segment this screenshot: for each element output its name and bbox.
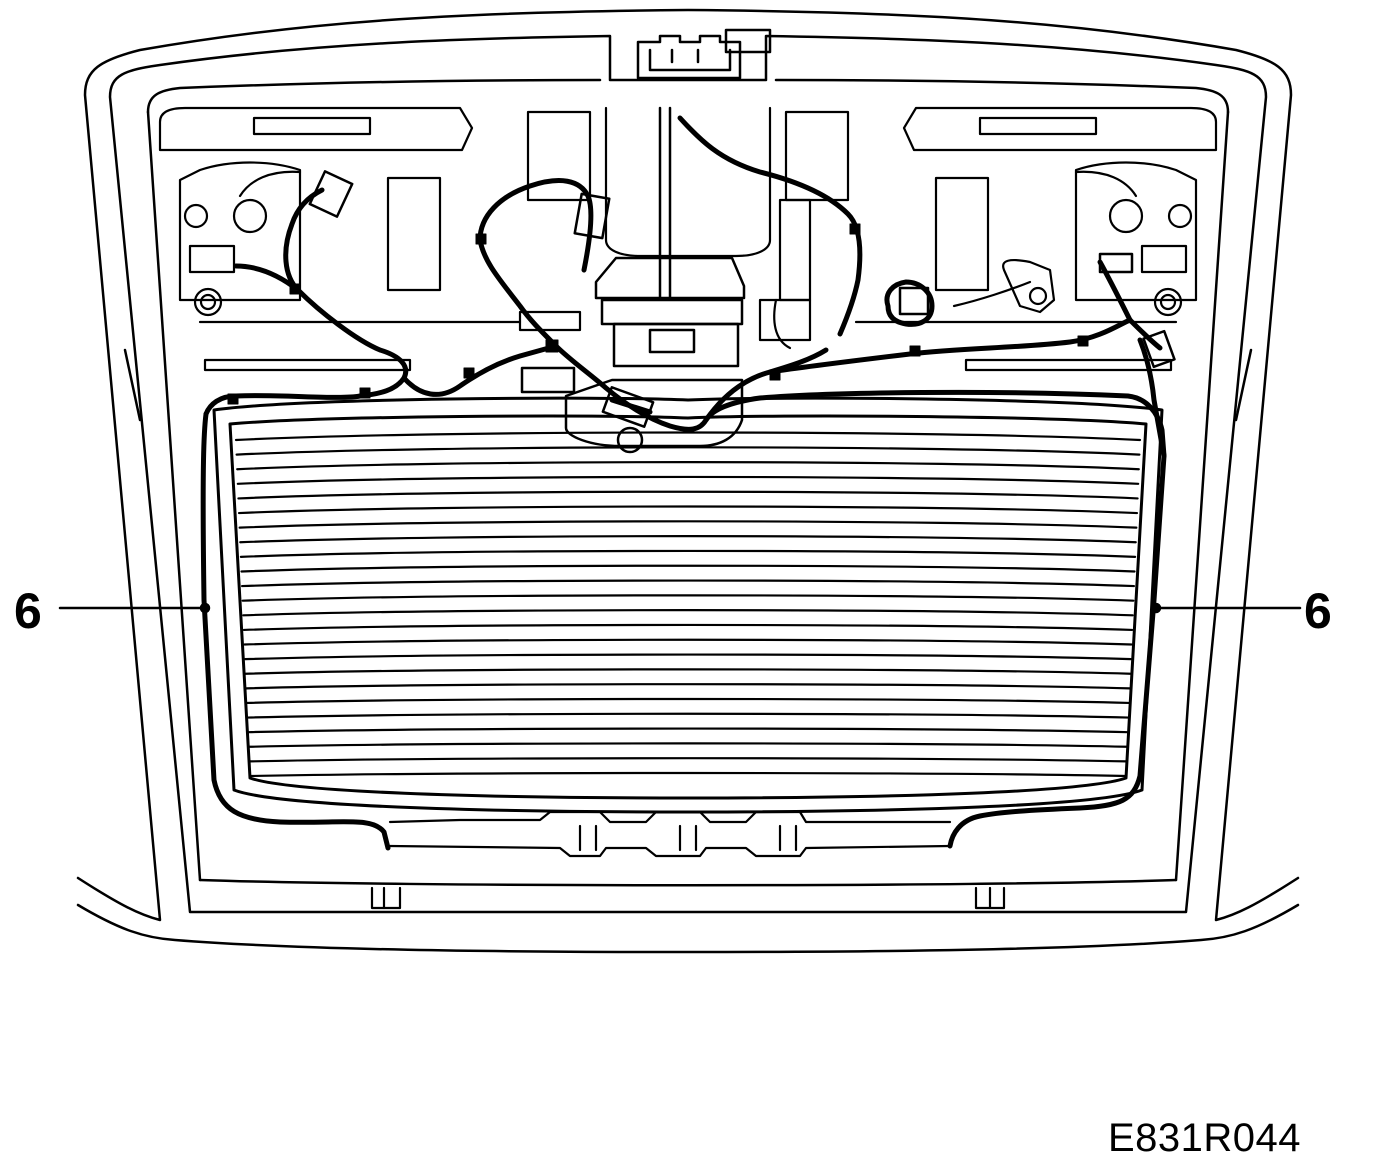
heater-grid-line	[243, 638, 1133, 646]
callout-label-left: 6	[14, 583, 42, 639]
harness-connectors	[308, 170, 1176, 428]
heater-grid-line	[239, 535, 1137, 544]
right-fitting	[773, 198, 1056, 350]
hinge-right	[1074, 170, 1193, 317]
lower-panel	[370, 810, 1006, 910]
heater-grid-line	[240, 564, 1136, 573]
hinge-left	[183, 170, 302, 317]
heater-grid-line	[247, 742, 1129, 748]
heater-grid-line	[245, 683, 1131, 690]
heater-grid-line	[247, 727, 1129, 734]
heater-grid-line	[245, 697, 1131, 705]
tailgate-latch-handle	[636, 28, 772, 80]
heater-grid-line	[246, 712, 1130, 719]
callout-leaders	[58, 602, 1302, 614]
harness-clips	[227, 223, 1089, 405]
heater-grid-line	[237, 505, 1139, 515]
rear-glass-frame	[212, 396, 1164, 814]
heater-grid-line	[234, 431, 1142, 442]
heater-grid-line	[237, 490, 1139, 500]
wiring-harness	[200, 115, 1167, 851]
heater-grid-line	[240, 579, 1136, 588]
heater-grid-line	[241, 594, 1135, 602]
callout-dot-right	[1150, 602, 1162, 614]
heater-grid-line	[248, 757, 1128, 763]
heater-grid-line	[244, 668, 1132, 675]
heater-grid-line	[239, 549, 1137, 558]
heater-grid-line	[236, 475, 1140, 485]
inner-panel-cavities	[158, 106, 1218, 372]
heater-grid-line	[248, 771, 1128, 778]
heater-grid-line	[242, 609, 1134, 617]
callout-label-right: 6	[1304, 583, 1332, 639]
tailgate-body-outline	[76, 8, 1300, 954]
heater-grid-line	[236, 461, 1140, 471]
heater-grid-line	[242, 623, 1134, 632]
figure-code: E831R044	[1108, 1116, 1302, 1160]
heater-grid-line	[238, 520, 1138, 529]
callout-dot-left	[199, 602, 211, 614]
wiper-motor	[520, 106, 746, 454]
defroster-grid	[234, 431, 1142, 778]
heater-grid-line	[235, 446, 1141, 456]
heater-grid-line	[244, 653, 1132, 661]
